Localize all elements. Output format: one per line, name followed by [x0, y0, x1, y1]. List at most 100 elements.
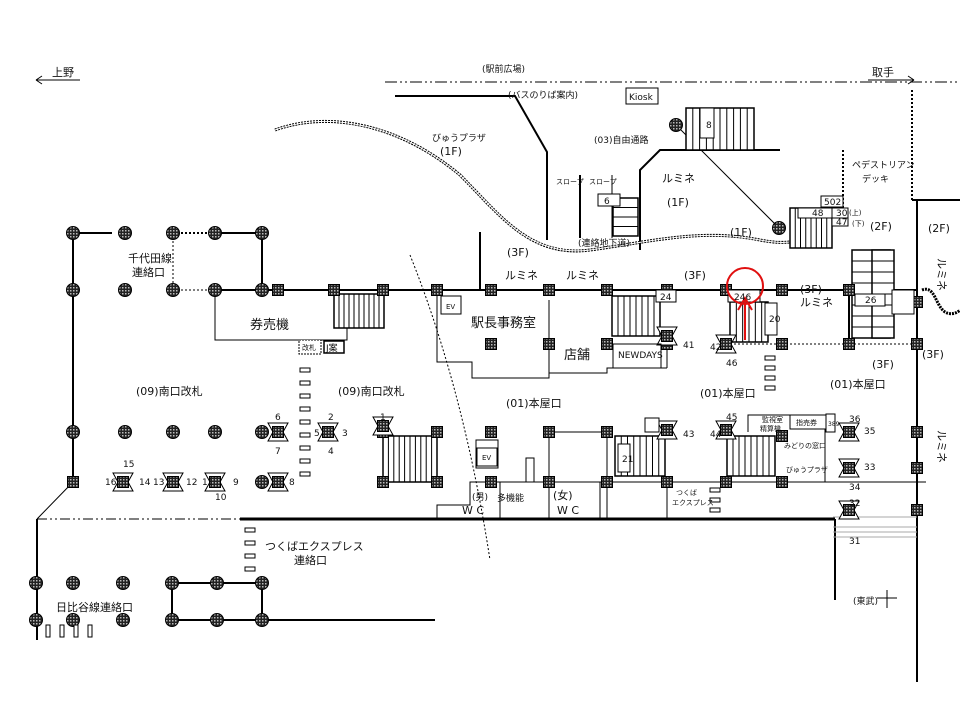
map-labels: (駅前広場) (バスのりば案内) Kiosk びゅうプラザ (1F) (03)自… — [56, 63, 950, 614]
square-pillar — [543, 338, 555, 350]
svg-text:J案: J案 — [325, 342, 338, 354]
square-pillar — [272, 284, 284, 296]
svg-text:つくば: つくば — [676, 488, 697, 497]
round-pillar — [29, 613, 43, 627]
svg-text:ルミネ: ルミネ — [505, 269, 538, 282]
svg-text:(09)南口改札: (09)南口改札 — [338, 384, 405, 398]
square-pillar — [601, 284, 613, 296]
fixture-number: 48 — [812, 209, 824, 219]
square-pillar — [485, 426, 497, 438]
svg-text:千代田線: 千代田線 — [128, 251, 172, 265]
svg-text:NEWDAYS: NEWDAYS — [618, 351, 663, 361]
round-pillar — [66, 425, 80, 439]
fixture-number: 1 — [380, 413, 386, 423]
round-pillar — [255, 475, 269, 489]
round-pillar — [165, 576, 179, 590]
square-pillar — [485, 338, 497, 350]
svg-text:(01)本屋口: (01)本屋口 — [506, 396, 562, 410]
svg-text:(3F): (3F) — [800, 283, 822, 296]
square-pillar — [843, 338, 855, 350]
round-pillar — [208, 425, 222, 439]
ticket-gate — [299, 419, 311, 425]
ticket-gate — [244, 553, 256, 559]
round-pillar — [210, 576, 224, 590]
fixture-number: 26 — [865, 296, 877, 306]
svg-text:つくばエクスプレス: つくばエクスプレス — [265, 540, 364, 553]
fixture-number: 9 — [233, 478, 239, 488]
fixture-number: 42 — [710, 343, 721, 353]
ticket-gate — [764, 365, 776, 371]
square-pillar — [601, 476, 613, 488]
square-pillar — [328, 284, 340, 296]
ticket-gate — [87, 624, 93, 638]
svg-text:(バスのりば案内): (バスのりば案内) — [508, 89, 578, 101]
round-pillar — [66, 283, 80, 297]
svg-text:駅長事務室: 駅長事務室 — [471, 315, 536, 331]
square-pillar — [843, 284, 855, 296]
fixture-number: 46 — [726, 359, 738, 369]
svg-text:(3F): (3F) — [872, 358, 894, 371]
ticket-gate — [764, 355, 776, 361]
fixture-number: 10 — [215, 493, 227, 503]
svg-text:上野: 上野 — [52, 66, 74, 79]
svg-text:精算機: 精算機 — [760, 424, 781, 433]
ticket-gate — [299, 393, 311, 399]
round-pillar — [208, 226, 222, 240]
svg-text:(03)自由通路: (03)自由通路 — [594, 134, 648, 146]
svg-text:エクスプレス: エクスプレス — [672, 499, 714, 507]
ticket-gate — [299, 432, 311, 438]
ticket-gates — [45, 355, 776, 638]
kiosk: Kiosk — [629, 93, 654, 103]
fixture-number: 32 — [849, 499, 860, 509]
square-pillar — [911, 504, 923, 516]
round-pillar — [116, 613, 130, 627]
fixture-number: 30 — [836, 209, 848, 219]
square-pillar — [601, 426, 613, 438]
svg-text:連絡口: 連絡口 — [132, 265, 165, 279]
fixture-number: 13 — [153, 478, 164, 488]
fixture-number: 21 — [622, 455, 633, 465]
round-pillar — [66, 576, 80, 590]
square-pillar — [661, 476, 673, 488]
svg-text:ルミネ: ルミネ — [935, 258, 948, 291]
svg-text:(01)本屋口: (01)本屋口 — [700, 386, 756, 400]
ticket-gate — [299, 367, 311, 373]
svg-text:(09)南口改札: (09)南口改札 — [136, 384, 203, 398]
direction-ueno: 上野 — [35, 66, 80, 85]
fixture-number: 3 — [342, 429, 348, 439]
fixture-number: 7 — [275, 447, 281, 457]
svg-text:(3F): (3F) — [922, 348, 944, 361]
fixture-number: 41 — [683, 341, 694, 351]
fixture-number: 8 — [289, 478, 295, 488]
svg-text:ルミネ: ルミネ — [800, 296, 833, 309]
svg-text:(駅前広場): (駅前広場) — [482, 63, 525, 75]
svg-text:(2F): (2F) — [870, 220, 892, 233]
ticket-gate — [709, 507, 721, 513]
round-pillar — [165, 613, 179, 627]
square-pillar — [485, 476, 497, 488]
round-pillar — [29, 576, 43, 590]
svg-text:びゅうプラザ: びゅうプラザ — [786, 466, 828, 474]
square-pillar — [911, 462, 923, 474]
round-pillar — [166, 425, 180, 439]
svg-text:W C: W C — [557, 504, 579, 517]
ticket-gate — [244, 540, 256, 546]
svg-text:連絡口: 連絡口 — [294, 553, 327, 567]
fixture-number: 8 — [706, 121, 712, 131]
fixture-number: 35 — [864, 427, 875, 437]
fixture-number: 246 — [734, 293, 751, 303]
direction-toride: 取手 — [868, 65, 915, 85]
ticket-gate — [764, 385, 776, 391]
fixture-number: 34 — [849, 483, 861, 493]
svg-text:改札: 改札 — [302, 343, 316, 352]
svg-text:監視室: 監視室 — [762, 415, 783, 424]
square-pillar — [543, 476, 555, 488]
svg-text:EV: EV — [482, 454, 491, 462]
round-pillar — [118, 283, 132, 297]
fixture-number: 502 — [824, 198, 841, 208]
svg-text:(2F): (2F) — [928, 222, 950, 235]
fixture-number: 20 — [769, 315, 781, 325]
ticket-gate — [299, 380, 311, 386]
square-pillar — [67, 476, 79, 488]
